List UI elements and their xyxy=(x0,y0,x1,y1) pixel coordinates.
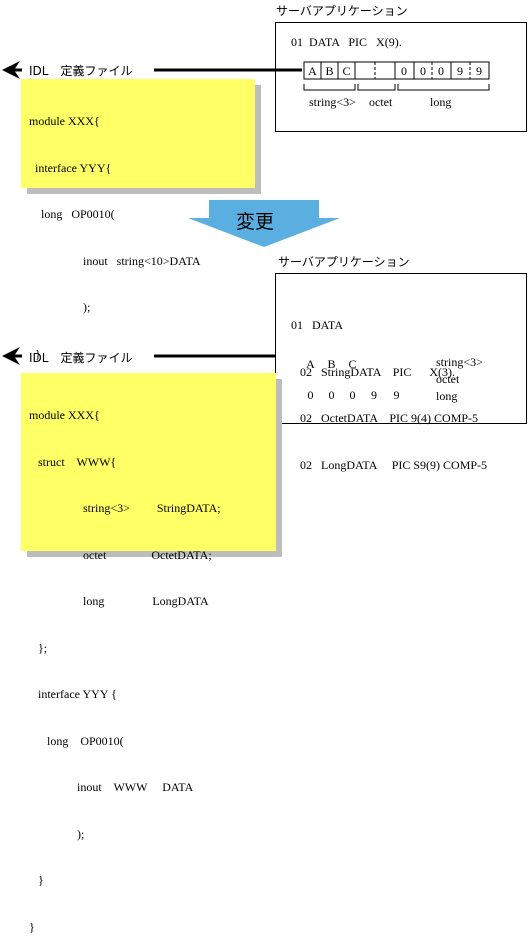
top-idl-line-5: ); xyxy=(29,300,91,314)
bottom-idl-line-7: interface YYY { xyxy=(29,687,117,701)
top-field-octet: octet xyxy=(369,95,393,109)
top-field-long: long xyxy=(430,95,452,109)
top-idl-line-4: inout string<10>DATA xyxy=(29,253,201,268)
bottom-cell-d3: 0 xyxy=(349,388,356,402)
top-field-string: string<3> xyxy=(309,95,356,109)
bottom-cell-d2: 0 xyxy=(328,388,335,402)
bottom-idl-line-2: struct WWW{ xyxy=(29,454,117,469)
bottom-server-panel xyxy=(275,273,527,424)
bottom-field-long: long xyxy=(436,389,458,403)
top-cell-a: A xyxy=(308,64,317,78)
bottom-idl-label: IDL 定義ファイル xyxy=(29,351,133,365)
bottom-idl-code: module XXX{ struct WWW{ string<3> String… xyxy=(29,377,221,951)
bottom-idl-line-1: module XXX{ xyxy=(29,408,100,422)
bottom-idl-line-11: } xyxy=(29,873,44,887)
top-server-panel xyxy=(275,22,527,132)
bottom-idl-line-6: }; xyxy=(29,640,48,655)
bottom-decl-line-4: 02 LongDATA PIC S9(9) COMP-5 xyxy=(291,457,488,472)
top-server-title: サーバアプリケーション xyxy=(276,4,408,18)
top-idl-label: IDL 定義ファイル xyxy=(29,64,133,78)
bottom-cell-b: B xyxy=(327,357,336,371)
bottom-idl-line-10: ); xyxy=(29,826,85,841)
bottom-idl-note xyxy=(21,373,276,551)
bottom-field-octet: octet xyxy=(436,372,460,386)
top-server-decl: 01 DATA PIC X(9). xyxy=(291,35,402,49)
top-cell-d2: 0 xyxy=(420,64,426,78)
top-cell-d1: 0 xyxy=(401,64,407,78)
bottom-field-string: string<3> xyxy=(436,355,483,369)
bottom-idl-line-8: long OP0010( xyxy=(29,733,124,748)
bottom-server-decl: 01 DATA 02 StringDATA PIC X(3). 02 Octet… xyxy=(291,287,487,489)
bottom-decl-line-3: 02 OctetDATA PIC 9(4) COMP-5 xyxy=(291,411,479,425)
top-cell-b: B xyxy=(325,64,334,78)
top-idl-line-3: long OP0010( xyxy=(29,207,115,221)
top-left-arrowhead-icon xyxy=(2,61,20,79)
top-idl-line-6: } xyxy=(29,346,41,361)
bottom-idl-line-5: long LongDATA xyxy=(29,594,209,608)
top-cell-d5: 9 xyxy=(476,64,482,78)
bottom-left-arrowhead-icon xyxy=(2,347,20,365)
bottom-idl-line-3: string<3> StringDATA; xyxy=(29,501,221,515)
top-idl-line-2: interface YYY{ xyxy=(29,160,112,175)
bottom-server-title: サーバアプリケーション xyxy=(278,255,410,269)
top-idl-code: module XXX{ interface YYY{ long OP0010( … xyxy=(29,83,201,424)
bottom-cell-a: A xyxy=(306,357,315,371)
bottom-cell-d4: 9 xyxy=(371,388,377,402)
top-idl-line-1: module XXX{ xyxy=(29,114,100,128)
top-cell-c: C xyxy=(342,64,351,78)
top-record-layout: A B C 0 0 0 9 9 xyxy=(304,62,489,80)
bottom-idl-line-12: } xyxy=(29,919,35,934)
top-cell-d3: 0 xyxy=(438,64,444,78)
bottom-decl-line-2: 02 StringDATA PIC X(3). xyxy=(291,364,456,379)
top-cell-d4: 9 xyxy=(457,64,463,78)
bottom-decl-line-1: 01 DATA xyxy=(291,318,344,332)
bottom-cell-c: C xyxy=(348,357,357,371)
bottom-cell-d5: 9 xyxy=(393,388,400,402)
bottom-idl-line-4: octet OctetDATA; xyxy=(29,547,212,562)
bottom-idl-line-9: inout WWW DATA xyxy=(29,780,194,794)
change-arrow xyxy=(188,200,340,247)
bottom-cell-d1: 0 xyxy=(307,388,314,402)
change-label: 変更 xyxy=(236,211,275,233)
top-idl-note xyxy=(21,79,255,188)
